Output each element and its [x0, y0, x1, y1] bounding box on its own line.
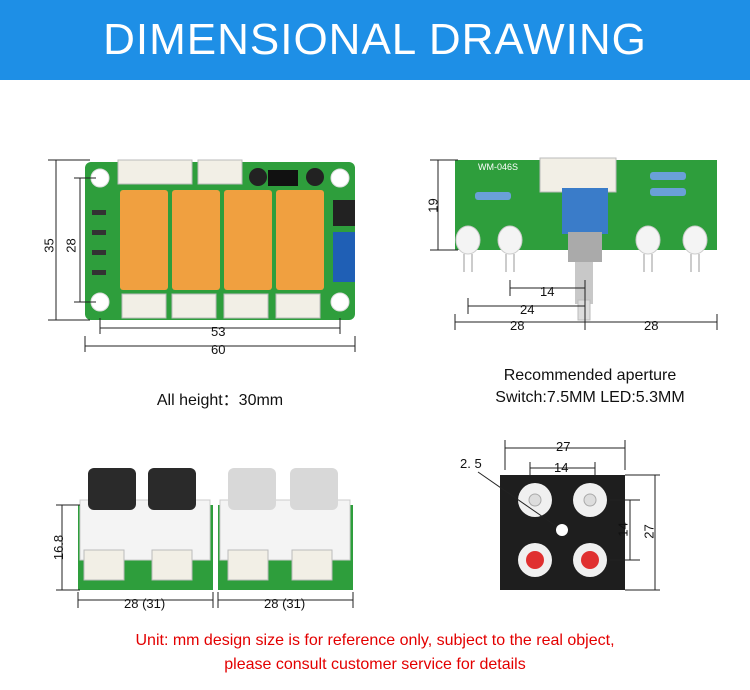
dim-28-left: 28 — [510, 318, 525, 333]
dim-19: 19 — [425, 198, 441, 213]
dim-28-right: 28 — [644, 318, 659, 333]
board2-silk-label: WM-046S — [478, 162, 519, 172]
dim-2-5: 2. 5 — [460, 456, 482, 471]
dim-24: 24 — [520, 302, 535, 317]
dim-28-31-left: 28 (31) — [124, 596, 166, 611]
dim-27-horizontal: 27 — [556, 439, 571, 454]
dim-53: 53 — [211, 324, 226, 339]
dim-16-8: 16.8 — [51, 534, 67, 561]
title-banner: DIMENSIONAL DRAWING — [0, 0, 750, 80]
footer-note-line1: Unit: mm design size is for reference on… — [135, 632, 615, 649]
dim-28-vertical: 28 — [63, 238, 79, 253]
dim-28-31-right: 28 (31) — [264, 596, 306, 611]
all-height-caption: All height：30mm — [156, 392, 284, 409]
dim-14-horizontal: 14 — [554, 460, 569, 475]
dim-60: 60 — [211, 342, 226, 357]
dim-35: 35 — [41, 238, 57, 253]
dim-14-vertical: 14 — [615, 522, 631, 537]
page-title: DIMENSIONAL DRAWING — [103, 15, 647, 64]
footer-note-line2: please consult customer service for deta… — [224, 656, 526, 673]
aperture-caption-line2: Switch:7.5MM LED:5.3MM — [495, 389, 685, 406]
dim-14-shaft: 14 — [540, 284, 555, 299]
dim-27-vertical: 27 — [641, 524, 657, 539]
aperture-caption-line1: Recommended aperture — [503, 367, 677, 384]
